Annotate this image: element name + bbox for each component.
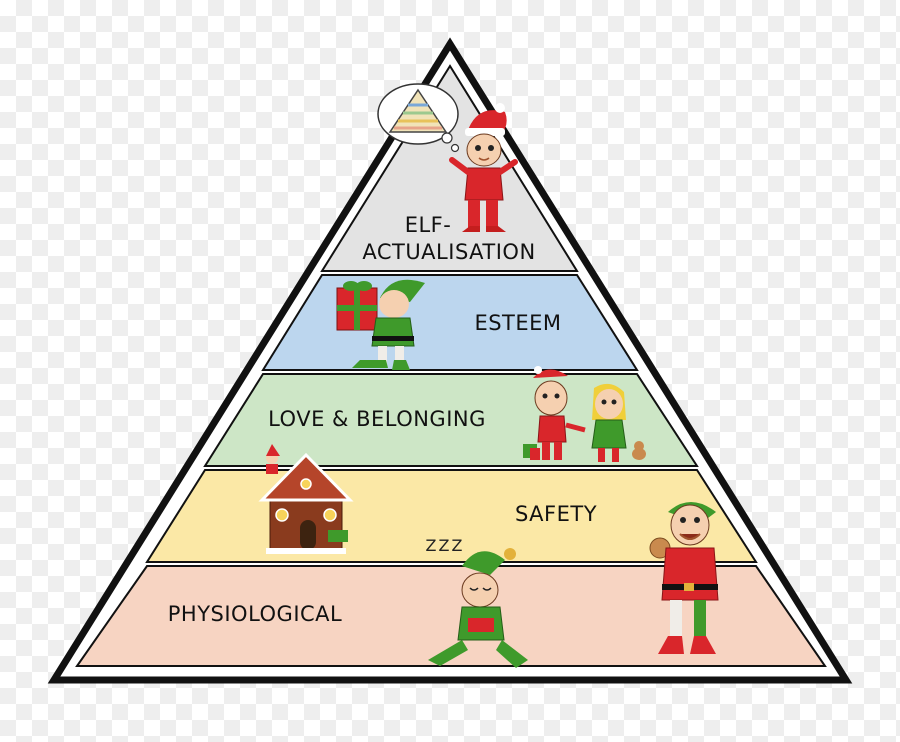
tier-label-self-actualisation-line2: ACTUALISATION [362, 240, 535, 264]
thought-bubble [377, 83, 460, 153]
small-elf-on-roof-icon [266, 444, 280, 474]
tier-esteem [261, 274, 639, 371]
tier-label-safety: SAFETY [515, 502, 597, 526]
tier-label-self-actualisation-line1: ELF- [405, 213, 452, 237]
mini-pyramid-icon [388, 88, 448, 133]
tier-label-love-belonging: LOVE & BELONGING [268, 407, 486, 431]
elf-eating-cookie-illustration [649, 502, 719, 654]
tier-love-belonging [203, 373, 699, 467]
thinking-elf-illustration [449, 103, 518, 232]
sleeping-elf-illustration [428, 548, 528, 668]
tier-physiological [75, 565, 827, 667]
tier-label-physiological: PHYSIOLOGICAL [168, 602, 343, 626]
tier-self-actualisation [320, 64, 579, 272]
puppy-illustration [632, 441, 646, 460]
elf-carrying-gift-illustration [336, 279, 425, 370]
tier-label-esteem: ESTEEM [474, 311, 561, 335]
elf-couple-illustration [523, 366, 646, 462]
gingerbread-house-illustration [258, 444, 354, 554]
sleep-zzz-text: ZZZ [426, 536, 465, 555]
